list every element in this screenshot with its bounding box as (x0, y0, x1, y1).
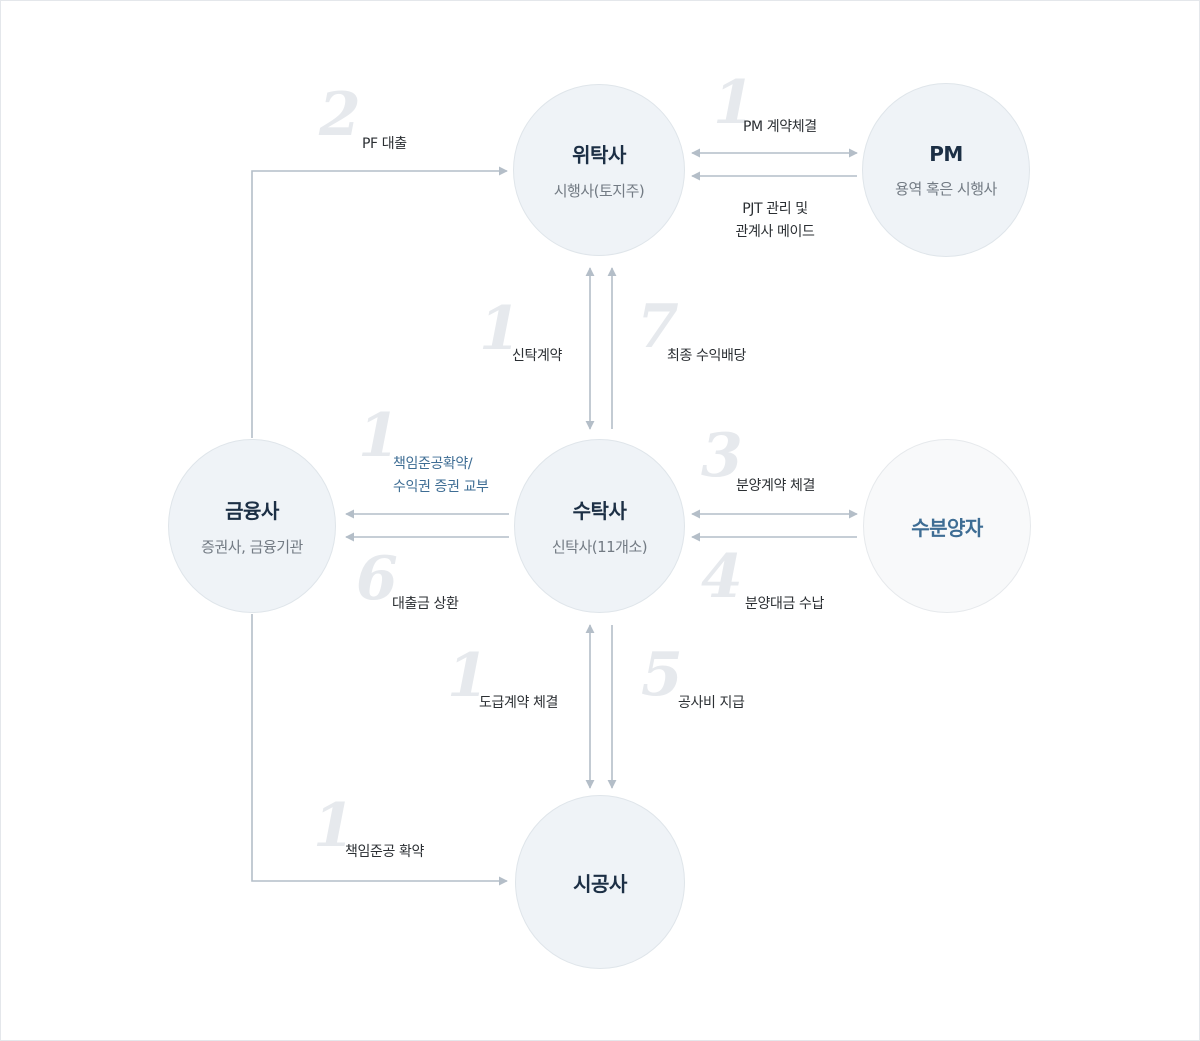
step-number-completion-pledge: 1 (358, 401, 400, 471)
node-buyer-title: 수분양자 (911, 515, 983, 540)
step-number-sale-contract: 3 (701, 421, 743, 491)
step-number-construct-pay: 5 (641, 640, 683, 710)
node-pm: PM 용역 혹은 시행사 (862, 83, 1030, 257)
label-construct-contract: 도급계약 체결 (479, 695, 558, 711)
label-completion-pledge-builder: 책임준공 확약 (345, 844, 424, 860)
step-number-sale-payment: 4 (701, 542, 743, 612)
step-number-completion-pledge-builder: 1 (313, 791, 355, 861)
label-sale-contract: 분양계약 체결 (736, 478, 815, 494)
node-pm-subtitle: 용역 혹은 시행사 (895, 179, 997, 198)
label-completion-pledge-line2: 수익권 증권 교부 (393, 479, 489, 495)
node-finance-subtitle: 증권사, 금융기관 (201, 538, 303, 556)
step-number-construct-contract: 1 (447, 641, 489, 711)
node-trustee-title: 수탁사 (572, 499, 627, 523)
step-number-pf-loan: 2 (319, 80, 361, 150)
label-completion-pledge-line1: 책임준공확약/ (393, 456, 473, 472)
step-number-final-dividend: 7 (637, 292, 679, 362)
node-builder: 시공사 (515, 795, 685, 969)
arrow-pf-loan (251, 166, 508, 438)
label-sale-payment: 분양대금 수납 (745, 596, 824, 612)
node-trustor-title: 위탁사 (572, 143, 626, 167)
label-pm-contract: PM 계약체결 (743, 119, 817, 135)
step-number-loan-repay: 6 (356, 544, 398, 614)
label-trust-contract: 신탁계약 (512, 348, 562, 364)
node-trustee-subtitle: 신탁사(11개소) (551, 538, 648, 556)
node-trustee: 수탁사 신탁사(11개소) (514, 439, 685, 613)
label-final-dividend: 최종 수익배당 (667, 348, 746, 364)
label-pf-loan: PF 대출 (362, 136, 407, 152)
node-pm-title: PM (929, 141, 963, 166)
arrow-completion-pledge-builder (251, 614, 508, 886)
label-pjt-manage: PJT 관리 및 관계사 메이드 (723, 198, 827, 244)
label-loan-repay: 대출금 상환 (392, 596, 459, 612)
step-number-pm-contract: 1 (713, 68, 755, 138)
node-finance-title: 금융사 (225, 499, 279, 523)
node-builder-title: 시공사 (573, 871, 627, 896)
node-trustor: 위탁사 시행사(토지주) (513, 84, 685, 256)
label-pjt-manage-line2: 관계사 메이드 (735, 224, 815, 240)
node-buyer: 수분양자 (863, 439, 1031, 613)
node-finance: 금융사 증권사, 금융기관 (168, 439, 336, 613)
node-trustor-subtitle: 시행사(토지주) (553, 182, 645, 200)
label-pjt-manage-line1: PJT 관리 및 (742, 201, 808, 217)
label-completion-pledge: 책임준공확약/ 수익권 증권 교부 (393, 453, 489, 499)
step-number-trust-contract: 1 (479, 294, 521, 364)
label-construct-pay: 공사비 지급 (678, 695, 745, 711)
